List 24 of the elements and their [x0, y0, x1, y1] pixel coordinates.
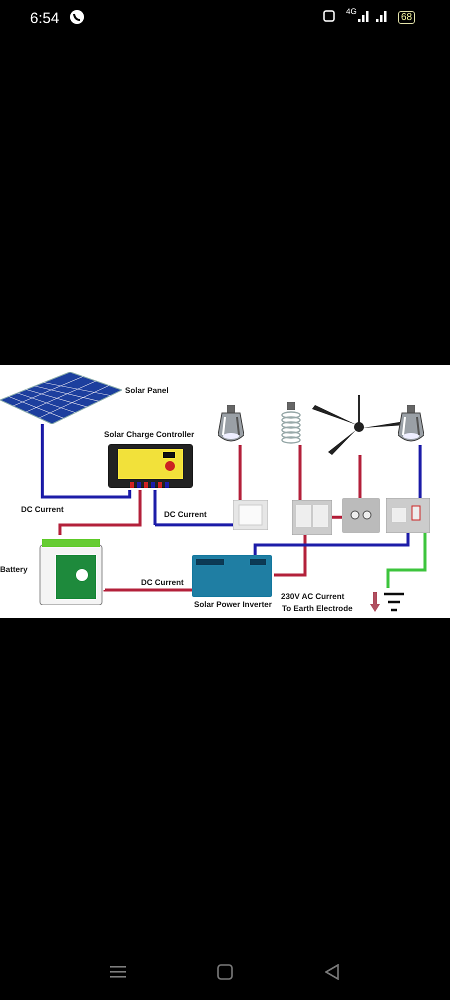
wire: [58, 490, 142, 535]
wire: [104, 588, 192, 592]
time: 6:54: [30, 10, 60, 27]
wire: [298, 445, 302, 502]
earth-label: To Earth Electrode: [282, 604, 353, 614]
component-label: Solar Charge Controller: [104, 430, 194, 440]
edge-label: DC Current: [140, 578, 185, 588]
edge-label: DC Current: [20, 505, 65, 515]
wire: [358, 455, 362, 500]
battery-level: 68: [398, 11, 416, 24]
component-label: Solar Panel: [125, 386, 169, 396]
component-label: Solar Power Inverter: [194, 600, 272, 610]
edge-label: DC Current: [163, 510, 208, 520]
network-label: 4G: [346, 7, 357, 16]
wire: [154, 490, 233, 526]
wire: [254, 533, 410, 555]
wire: [330, 516, 342, 519]
wire: [386, 533, 426, 588]
wire: [418, 445, 422, 500]
component-label: Battery: [0, 565, 28, 575]
wire: [40, 424, 132, 498]
wire: [274, 535, 306, 576]
wire: [238, 445, 242, 502]
edge-label: 230V AC Current: [280, 592, 346, 602]
